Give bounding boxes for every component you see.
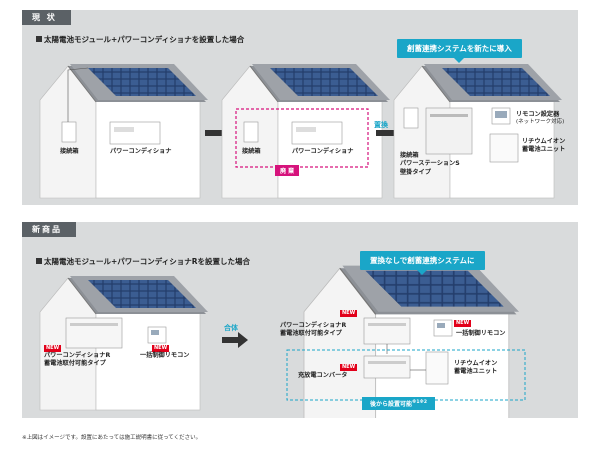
junction-label: 接続箱 <box>60 148 79 155</box>
converter-label: 充放電コンバータ <box>298 372 348 379</box>
pcs-label: パワーコンディショナ <box>110 148 172 155</box>
house-pcs-r <box>39 275 209 411</box>
new-system-callout: 創蓄連携システムを新たに導入 <box>397 39 522 63</box>
power-conditioner-icon <box>291 121 343 145</box>
new-badge: NEW <box>44 345 62 352</box>
power-station-label: 接続箱 パワーステーションS 壁掛タイプ <box>400 152 460 176</box>
replace-label: 置換 <box>374 121 388 129</box>
bullet-square-icon <box>36 258 42 264</box>
pcs-label: パワーコンディショナ <box>292 148 354 155</box>
new-product-diagram <box>39 265 526 418</box>
current-tab: 現 状 <box>22 10 71 25</box>
junction-label: 接続箱 <box>242 148 261 155</box>
new-product-tab: 新商品 <box>22 222 76 237</box>
discard-frame <box>235 108 369 168</box>
new-badge: NEW <box>454 320 472 327</box>
bullet-square-icon <box>36 36 42 42</box>
remote-label: 一括制御リモコン <box>456 330 506 337</box>
junction-box-icon <box>243 121 259 143</box>
remote-label: 一括制御リモコン <box>140 352 190 359</box>
remote-label: リモコン設定器 (ネットワーク対応) <box>516 111 565 126</box>
footnote: ※上図はイメージです。設置にあたっては施工説明書に従ってください。 <box>22 435 202 441</box>
current-diagram <box>39 63 563 199</box>
junction-box-icon <box>61 121 77 143</box>
pcs-r-icon <box>363 317 411 345</box>
combine-arrow-icon <box>222 332 248 348</box>
power-conditioner-icon <box>109 121 161 145</box>
battery-label: リチウムイオン 蓄電池ユニット <box>522 138 566 154</box>
new-badge: NEW <box>340 310 358 317</box>
pcs-r-label: パワーコンディショナR 蓄電池取付可能タイプ <box>44 352 111 368</box>
house-new-system <box>393 63 563 199</box>
battery-unit-icon <box>425 351 449 385</box>
current-heading: 太陽電池モジュール+パワーコンディショナを設置した場合 <box>36 34 244 45</box>
later-install-badge: 後から設置可能※1※2 <box>362 397 436 410</box>
no-replace-callout: 置換なしで創蓄連携システムに <box>360 251 485 275</box>
new-product-panel: 新商品 太陽電池モジュール+パワーコンディショナRを設置した場合 置換なしで創蓄… <box>22 222 578 418</box>
combine-label: 合体 <box>224 324 238 332</box>
house-combined <box>303 265 520 418</box>
junction-box-icon <box>403 107 419 129</box>
new-badge: NEW <box>152 345 170 352</box>
charge-converter-icon <box>363 355 411 379</box>
battery-label: リチウムイオン 蓄電池ユニット <box>454 360 498 376</box>
current-situation-panel: 現 状 太陽電池モジュール+パワーコンディショナを設置した場合 創蓄連携システム… <box>22 10 578 205</box>
pcs-r-icon <box>65 317 123 349</box>
new-badge: NEW <box>340 364 358 371</box>
battery-unit-icon <box>489 133 519 163</box>
discard-badge: 廃 棄 <box>275 165 300 176</box>
new-product-heading: 太陽電池モジュール+パワーコンディショナRを設置した場合 <box>36 256 250 267</box>
pcs-r-label: パワーコンディショナR 蓄電池取付可能タイプ <box>280 322 347 338</box>
